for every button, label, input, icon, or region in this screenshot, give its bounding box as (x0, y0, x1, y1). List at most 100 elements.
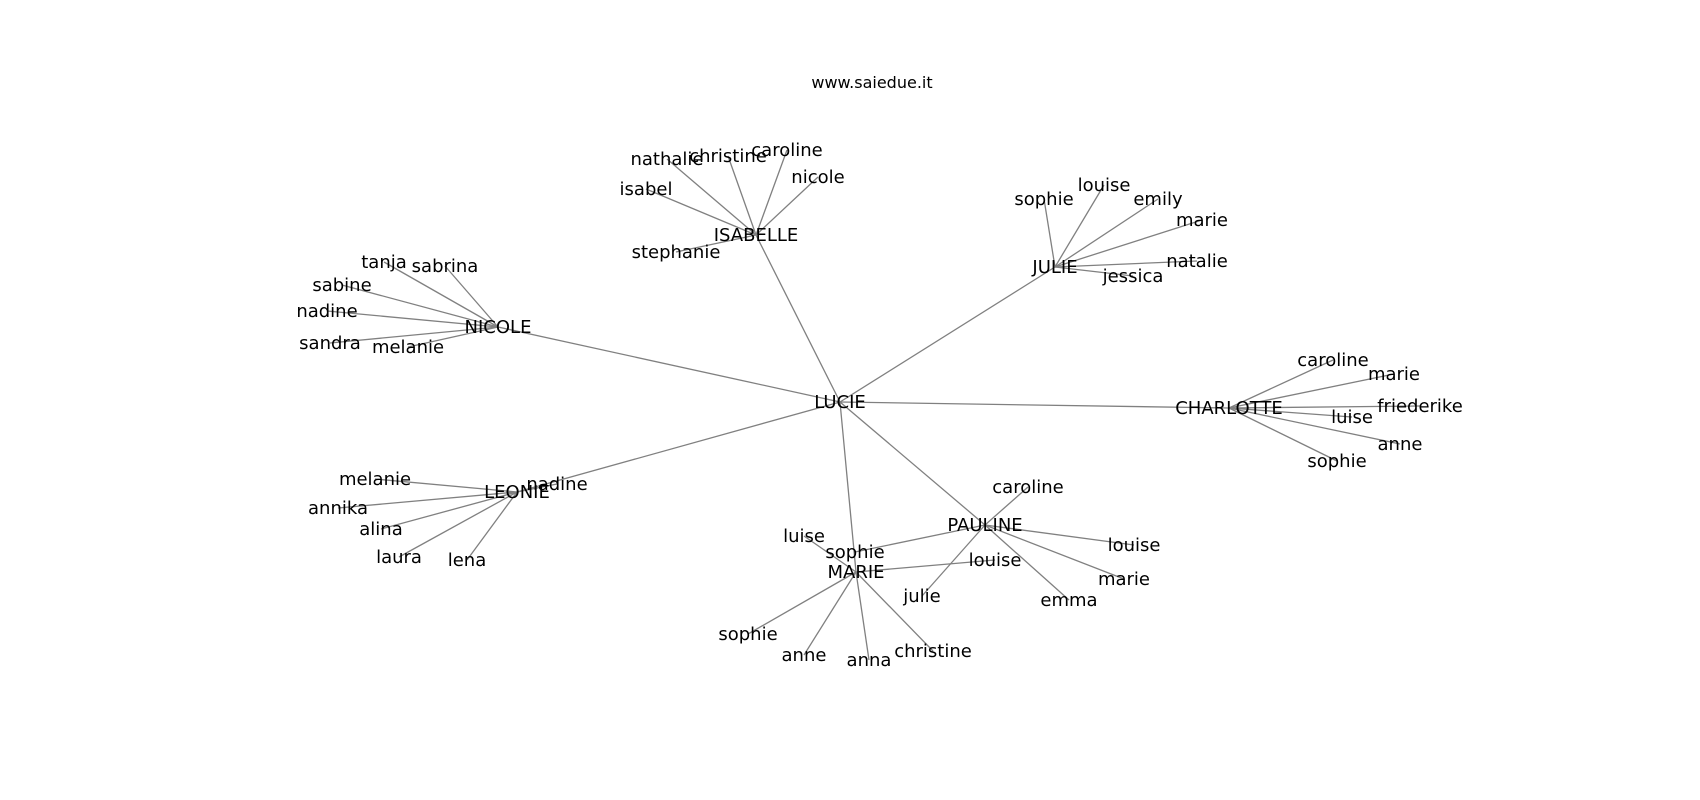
edges-layer (326, 149, 1421, 661)
node-leaf-julie-marie: marie (1176, 210, 1228, 231)
node-leaf-charlotte-luise: luise (1331, 407, 1373, 428)
edge-nicole-sabrina (444, 265, 499, 328)
edge-pauline-marie (984, 524, 1125, 580)
node-leaf-leonie-laura: laura (376, 547, 422, 568)
node-leaf-marie-christine: christine (894, 641, 972, 662)
edge-julie-emily (1054, 198, 1159, 268)
node-group-marie: MARIE (827, 562, 884, 583)
edge-marie-sophie (747, 571, 857, 635)
edge-charlotte-caroline (1228, 359, 1334, 409)
edge-julie-sophie (1043, 198, 1056, 268)
edge-leonie-annika (337, 491, 518, 509)
node-leaf-isabelle-isabel: isabel (620, 179, 673, 200)
node-group-julie: JULIE (1031, 257, 1077, 278)
edge-isabelle-christine (727, 155, 757, 236)
edge-leonie-nadine (516, 483, 558, 493)
node-leaf-julie-emily: emily (1133, 189, 1183, 210)
edge-lucie-julie (839, 266, 1056, 403)
node-group-pauline: PAULINE (947, 515, 1022, 536)
node-leaf-isabelle-nathalie: nathalie (630, 149, 703, 170)
node-leaf-charlotte-anne: anne (1378, 434, 1423, 455)
node-leaf-julie-natalie: natalie (1166, 251, 1228, 272)
edge-pauline-julie (921, 524, 986, 597)
edge-julie-louise (1054, 184, 1105, 268)
edge-nicole-melanie (407, 326, 499, 348)
edge-leonie-alina (380, 491, 518, 530)
node-leaf-pauline-caroline: caroline (992, 477, 1063, 498)
node-leaf-isabelle-stephanie: stephanie (632, 242, 721, 263)
edge-lucie-marie (839, 401, 857, 573)
node-leaf-leonie-annika: annika (308, 498, 368, 519)
edge-isabelle-isabel (645, 188, 757, 236)
node-leaf-pauline-julie: julie (902, 586, 941, 607)
edge-julie-jessica (1054, 266, 1134, 277)
edge-isabelle-nathalie (666, 158, 757, 236)
edge-pauline-emma (984, 524, 1070, 601)
node-leaf-leonie-lena: lena (448, 550, 487, 571)
node-leaf-nicole-sabrina: sabrina (412, 256, 479, 277)
edge-leonie-melanie (374, 478, 518, 493)
node-leaf-marie-anna: anna (847, 650, 892, 671)
node-leaf-nicole-sandra: sandra (299, 333, 361, 354)
edge-charlotte-anne (1228, 407, 1401, 445)
node-leaf-charlotte-marie: marie (1368, 364, 1420, 385)
edge-lucie-charlotte (839, 401, 1230, 409)
edge-nicole-nadine (326, 310, 499, 328)
node-group-nicole: NICOLE (465, 317, 532, 338)
edge-julie-natalie (1054, 260, 1198, 268)
node-leaf-pauline-emma: emma (1040, 590, 1097, 611)
node-leaf-charlotte-friederike: friederike (1377, 396, 1463, 417)
node-leaf-marie-anne: anne (782, 645, 827, 666)
edge-julie-marie (1054, 219, 1203, 268)
node-leaf-nicole-nadine: nadine (296, 301, 357, 322)
edge-marie-christine (855, 571, 934, 652)
edge-leonie-lena (466, 491, 518, 561)
edge-charlotte-sophie (1228, 407, 1338, 462)
labels-layer: LUCIEISABELLEstephanieisabelnathaliechri… (296, 140, 1462, 671)
node-group-charlotte: CHARLOTTE (1175, 398, 1283, 419)
edge-pauline-caroline (984, 486, 1029, 526)
node-group-leonie: LEONIE (484, 482, 550, 503)
edge-nicole-sabine (341, 284, 499, 328)
node-leaf-leonie-melanie: melanie (339, 469, 411, 490)
node-leaf-isabelle-caroline: caroline (751, 140, 822, 161)
edge-charlotte-marie (1228, 373, 1395, 409)
edge-marie-luise (803, 535, 857, 573)
edge-nicole-tanja (383, 261, 499, 328)
node-leaf-pauline-marie: marie (1098, 569, 1150, 590)
edge-pauline-louise (984, 524, 1135, 546)
node-leaf-julie-jessica: jessica (1102, 266, 1164, 287)
edge-lucie-isabelle (755, 234, 841, 403)
node-root-lucie: LUCIE (814, 392, 866, 413)
node-leaf-leonie-alina: alina (359, 519, 402, 540)
node-leaf-nicole-sabine: sabine (312, 275, 371, 296)
edge-lucie-leonie (516, 401, 841, 493)
edge-marie-anne (803, 571, 857, 656)
node-leaf-nicole-melanie: melanie (372, 337, 444, 358)
edge-charlotte-luise (1228, 407, 1353, 418)
edge-marie-anna (855, 571, 870, 661)
node-leaf-pauline-sophie: sophie (825, 542, 884, 563)
node-leaf-charlotte-caroline: caroline (1297, 350, 1368, 371)
edge-isabelle-caroline (755, 149, 788, 236)
edge-isabelle-stephanie (675, 234, 757, 253)
edge-charlotte-friederike (1228, 405, 1421, 409)
edge-leonie-laura (398, 491, 518, 558)
node-leaf-leonie-nadine: nadine (526, 474, 587, 495)
node-leaf-isabelle-nicole: nicole (791, 167, 844, 188)
edge-isabelle-nicole (755, 176, 819, 236)
node-leaf-nicole-tanja: tanja (361, 252, 407, 273)
edge-lucie-nicole (497, 326, 841, 403)
node-group-isabelle: ISABELLE (714, 225, 799, 246)
node-leaf-isabelle-christine: christine (689, 146, 767, 167)
node-leaf-julie-louise: louise (1078, 175, 1131, 196)
node-leaf-marie-louise: louise (969, 550, 1022, 571)
edge-lucie-pauline (839, 401, 986, 526)
node-leaf-julie-sophie: sophie (1014, 189, 1073, 210)
node-leaf-charlotte-sophie: sophie (1307, 451, 1366, 472)
watermark-text: www.saiedue.it (811, 73, 932, 92)
node-leaf-marie-sophie: sophie (718, 624, 777, 645)
edge-pauline-sophie (854, 524, 986, 553)
node-leaf-marie-luise: luise (783, 526, 825, 547)
